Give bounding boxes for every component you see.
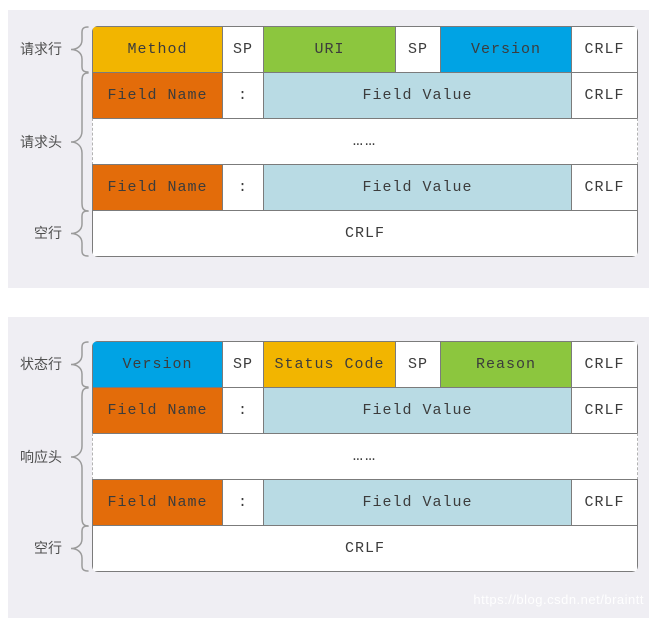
cell-field-name: Field Name [92, 479, 223, 526]
cell-uri: URI [263, 26, 396, 73]
cell-sp: SP [395, 26, 441, 73]
cell-sp: SP [222, 26, 264, 73]
curly-brace-icon [68, 525, 90, 572]
request-message-table: Method SP URI SP Version CRLF Field Name… [92, 26, 638, 257]
cell-ellipsis: …… [92, 118, 638, 165]
table-row-request-line: Method SP URI SP Version CRLF [92, 26, 638, 73]
cell-field-value: Field Value [263, 164, 572, 211]
cell-field-name: Field Name [92, 387, 223, 434]
cell-crlf: CRLF [92, 525, 638, 572]
cell-field-name: Field Name [92, 164, 223, 211]
curly-brace-icon [68, 210, 90, 257]
cell-field-value: Field Value [263, 72, 572, 119]
curly-brace-icon [68, 72, 90, 212]
cell-version: Version [440, 26, 572, 73]
cell-colon: : [222, 387, 264, 434]
cell-field-name: Field Name [92, 72, 223, 119]
cell-crlf: CRLF [571, 341, 638, 388]
cell-reason: Reason [440, 341, 572, 388]
table-row-status-line: Version SP Status Code SP Reason CRLF [92, 341, 638, 388]
table-row-header: Field Name : Field Value CRLF [92, 387, 638, 434]
cell-colon: : [222, 164, 264, 211]
cell-colon: : [222, 72, 264, 119]
request-headers-label: 请求头 [20, 134, 62, 150]
request-blank-line-label: 空行 [34, 225, 62, 241]
curly-brace-icon [68, 341, 90, 388]
cell-field-value: Field Value [263, 479, 572, 526]
response-blank-line-label: 空行 [34, 540, 62, 556]
cell-sp: SP [395, 341, 441, 388]
table-row-header: Field Name : Field Value CRLF [92, 479, 638, 526]
table-row-blank-line: CRLF [92, 525, 638, 572]
response-headers-label: 响应头 [20, 449, 62, 465]
cell-crlf: CRLF [571, 164, 638, 211]
response-message-table: Version SP Status Code SP Reason CRLF Fi… [92, 341, 638, 572]
request-line-label: 请求行 [20, 41, 62, 57]
cell-colon: : [222, 479, 264, 526]
table-row-ellipsis: …… [92, 433, 638, 480]
cell-crlf: CRLF [571, 26, 638, 73]
curly-brace-icon [68, 26, 90, 73]
cell-crlf: CRLF [571, 479, 638, 526]
cell-version: Version [92, 341, 223, 388]
cell-field-value: Field Value [263, 387, 572, 434]
cell-status-code: Status Code [263, 341, 396, 388]
curly-brace-icon [68, 387, 90, 527]
cell-crlf: CRLF [571, 387, 638, 434]
table-row-header: Field Name : Field Value CRLF [92, 72, 638, 119]
table-row-blank-line: CRLF [92, 210, 638, 257]
cell-ellipsis: …… [92, 433, 638, 480]
watermark-url: https://blog.csdn.net/braintt [473, 592, 644, 607]
status-line-label: 状态行 [20, 356, 62, 372]
cell-method: Method [92, 26, 223, 73]
table-row-header: Field Name : Field Value CRLF [92, 164, 638, 211]
cell-sp: SP [222, 341, 264, 388]
cell-crlf: CRLF [571, 72, 638, 119]
table-row-ellipsis: …… [92, 118, 638, 165]
cell-crlf: CRLF [92, 210, 638, 257]
